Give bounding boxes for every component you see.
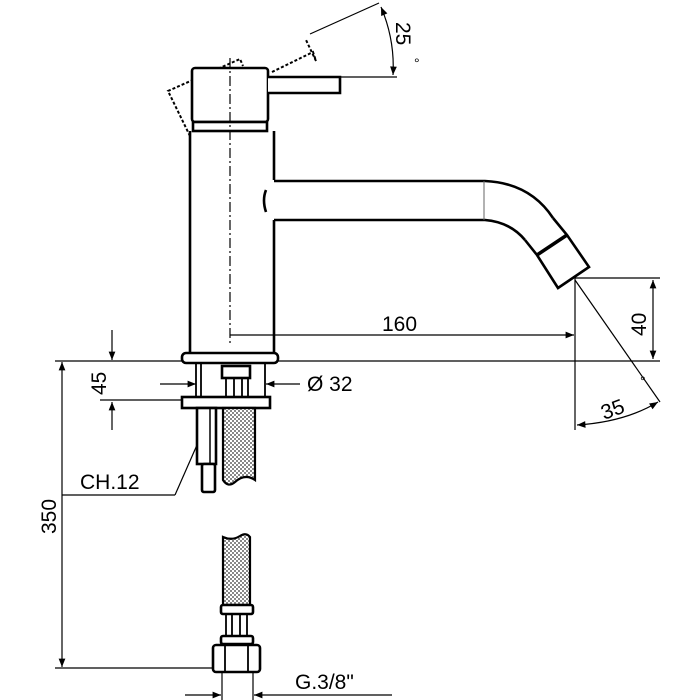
faucet-body [188, 58, 342, 352]
dim-spout-angle: 35 [598, 395, 628, 425]
dim-spout-angle-unit: ° [640, 373, 646, 389]
lever-alt-position [166, 39, 317, 137]
dim-lever-angle-unit: ° [414, 55, 420, 71]
dim-hose-connection: G.3/8" [295, 671, 354, 694]
dim-spout-reach: 160 [382, 313, 417, 336]
hose-connector [211, 533, 262, 674]
dim-total-length: 350 [38, 499, 61, 534]
spout [262, 179, 591, 290]
dim-base-thickness: 45 [88, 372, 111, 395]
dimension-lines [55, 2, 661, 700]
dim-spout-height: 40 [628, 313, 651, 336]
base-fixing [180, 351, 280, 494]
dim-body-diameter: Ø 32 [307, 373, 353, 396]
dim-stud-wrench: CH.12 [80, 471, 140, 494]
dim-lever-angle: 25 [391, 22, 414, 45]
